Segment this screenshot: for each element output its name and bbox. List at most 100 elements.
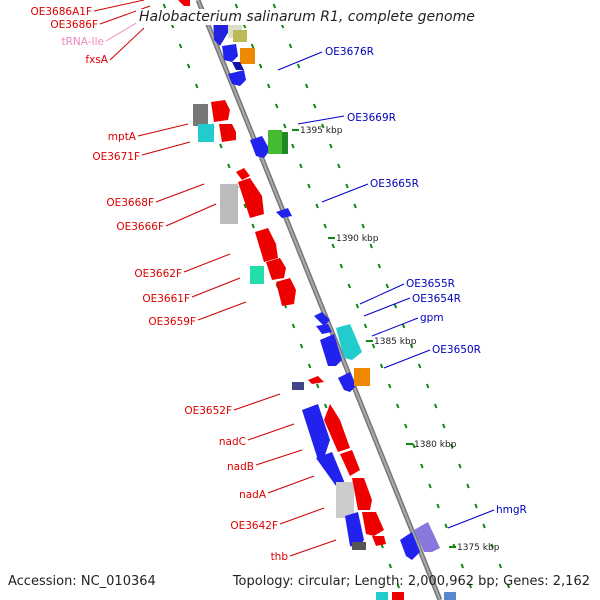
tick-mark (466, 483, 470, 489)
gene-feature (352, 542, 366, 550)
gene-feature (292, 382, 304, 390)
tick-mark (345, 183, 349, 189)
tick-mark (299, 343, 304, 349)
gene-label[interactable]: OE3665R (370, 178, 419, 190)
tick-mark (353, 203, 357, 209)
accession-value: NC_010364 (80, 574, 156, 589)
tick-mark (450, 443, 454, 449)
accession-label: Accession: (8, 574, 77, 589)
length-label: Length: (354, 574, 404, 589)
gene-label[interactable]: nadA (239, 489, 267, 501)
scale-label-1390: 1390 kbp (336, 234, 379, 244)
tick-mark (315, 383, 320, 389)
gene-label[interactable]: tRNA-Ile (62, 36, 104, 48)
tick-mark (162, 3, 167, 9)
gene-label[interactable]: OE3671F (92, 151, 140, 163)
length-value: 2,000,962 bp (407, 574, 495, 589)
gene-label[interactable]: OE3666F (116, 221, 164, 233)
gene-feature (219, 124, 236, 142)
gene-label[interactable]: OE3662F (134, 268, 182, 280)
gene-label[interactable]: OE3654R (412, 293, 461, 305)
scale-label-1375: 1375 kbp (457, 543, 500, 553)
gene-feature (372, 536, 386, 546)
gene-feature (236, 168, 250, 180)
tick-mark (288, 43, 293, 49)
tick-mark (274, 103, 279, 109)
gene-label[interactable]: gpm (420, 312, 444, 324)
gene-feature (338, 372, 356, 392)
gene-label[interactable]: OE3661F (142, 293, 190, 305)
tick-mark (404, 423, 408, 429)
tick-mark (460, 563, 465, 569)
tick-mark (234, 3, 239, 9)
gene-feature (324, 404, 350, 452)
tick-mark (219, 143, 223, 149)
tick-mark (304, 83, 309, 89)
tick-mark (482, 523, 486, 529)
gene-feature (352, 478, 372, 510)
accession-footer: Accession: NC_010364 (8, 574, 156, 589)
gene-label[interactable]: OE3650R (432, 344, 481, 356)
scale-label-1380: 1380 kbp (414, 440, 457, 450)
gene-label[interactable]: OE3686F (50, 19, 98, 31)
gene-label[interactable]: OE3652F (184, 405, 232, 417)
gene-label[interactable]: OE3676R (325, 46, 374, 58)
tick-mark (296, 63, 301, 69)
tick-mark (323, 223, 327, 229)
gene-feature (354, 368, 370, 386)
gene-feature (400, 532, 420, 560)
tick-mark (388, 563, 393, 569)
gene-feature (336, 482, 354, 518)
gene-label[interactable]: thb (271, 551, 289, 563)
tick-mark (417, 363, 422, 369)
tick-mark (442, 423, 446, 429)
reverse-connectors (277, 51, 495, 529)
gene-label[interactable]: OE3668F (106, 197, 154, 209)
gene-features (178, 0, 456, 600)
reverse-gene-labels: OE3676R OE3669R OE3665R OE3655R OE3654R … (325, 46, 527, 516)
gene-feature (222, 44, 238, 62)
tick-mark (307, 183, 311, 189)
gene-feature (316, 452, 346, 486)
gene-feature (376, 592, 388, 600)
topology-label: Topology: (232, 574, 294, 589)
gene-feature (444, 592, 456, 600)
gene-feature (233, 30, 247, 42)
trna-connector (105, 21, 139, 42)
gene-feature (232, 62, 244, 70)
tick-mark (194, 83, 199, 89)
gene-label[interactable]: nadC (219, 436, 246, 448)
tick-mark (266, 83, 271, 89)
gene-label[interactable]: OE3659F (148, 316, 196, 328)
tick-mark (433, 403, 438, 409)
gene-feature (276, 208, 292, 218)
genes-value: 2,162 (552, 574, 590, 589)
tick-mark (178, 43, 183, 49)
gene-label[interactable]: hmgR (496, 504, 527, 516)
gene-feature (392, 592, 404, 600)
gene-feature (228, 70, 246, 86)
gene-label[interactable]: OE3655R (406, 278, 455, 290)
tick-mark (243, 203, 247, 209)
gene-label[interactable]: OE3686A1F (30, 6, 92, 18)
tick-mark (251, 223, 255, 229)
gene-feature (198, 124, 214, 142)
tick-mark (323, 403, 328, 409)
tick-mark (412, 443, 416, 449)
gene-feature (266, 258, 286, 280)
genome-summary: Topology: circular; Length: 2,000,962 bp… (232, 574, 590, 589)
tick-mark (321, 123, 325, 129)
tick-mark (283, 123, 287, 129)
gene-feature (276, 278, 296, 306)
gene-label[interactable]: nadB (227, 461, 254, 473)
tick-mark (444, 523, 448, 529)
gene-feature (320, 334, 342, 366)
tick-mark (393, 303, 398, 309)
scale-labels: 1395 kbp 1390 kbp 1385 kbp 1380 kbp 1375… (292, 126, 500, 553)
gene-feature (268, 130, 282, 154)
gene-label[interactable]: OE3669R (347, 112, 396, 124)
gene-label[interactable]: OE3642F (230, 520, 278, 532)
forward-gene-labels: OE3686A1F OE3686F tRNA-Ile fxsA mptA OE3… (30, 6, 288, 563)
gene-label[interactable]: mptA (108, 131, 137, 143)
gene-label[interactable]: fxsA (85, 54, 108, 66)
